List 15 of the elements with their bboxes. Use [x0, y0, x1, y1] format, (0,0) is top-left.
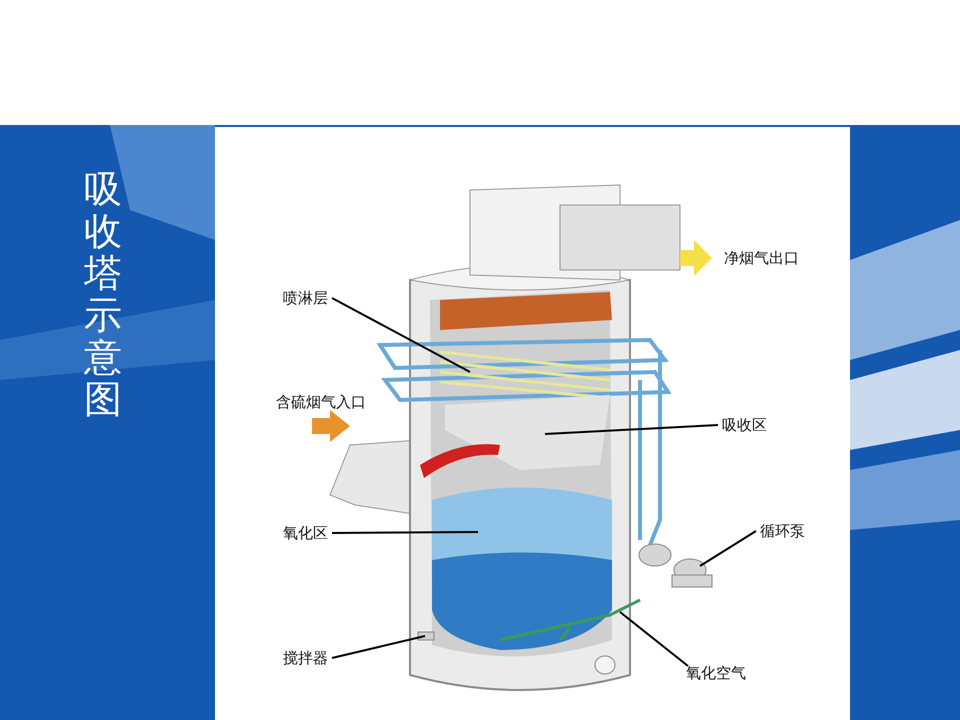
leader-line [619, 611, 689, 667]
leader-line [332, 531, 478, 534]
flow-label: 净烟气出口 [724, 249, 799, 267]
part-label: 氧化空气 [686, 664, 746, 682]
leader-line [332, 635, 426, 659]
part-label: 搅拌器 [283, 649, 328, 667]
part-label: 吸收区 [722, 416, 767, 434]
title: 吸收塔示意图 [84, 168, 123, 420]
leader-line [699, 530, 757, 567]
leader-line [332, 297, 470, 373]
part-label: 循环泵 [760, 522, 805, 540]
flow-label: 含硫烟气入口 [276, 393, 366, 411]
leader-line [544, 424, 718, 435]
part-label: 喷淋层 [283, 289, 328, 307]
part-label: 氧化区 [283, 524, 328, 542]
